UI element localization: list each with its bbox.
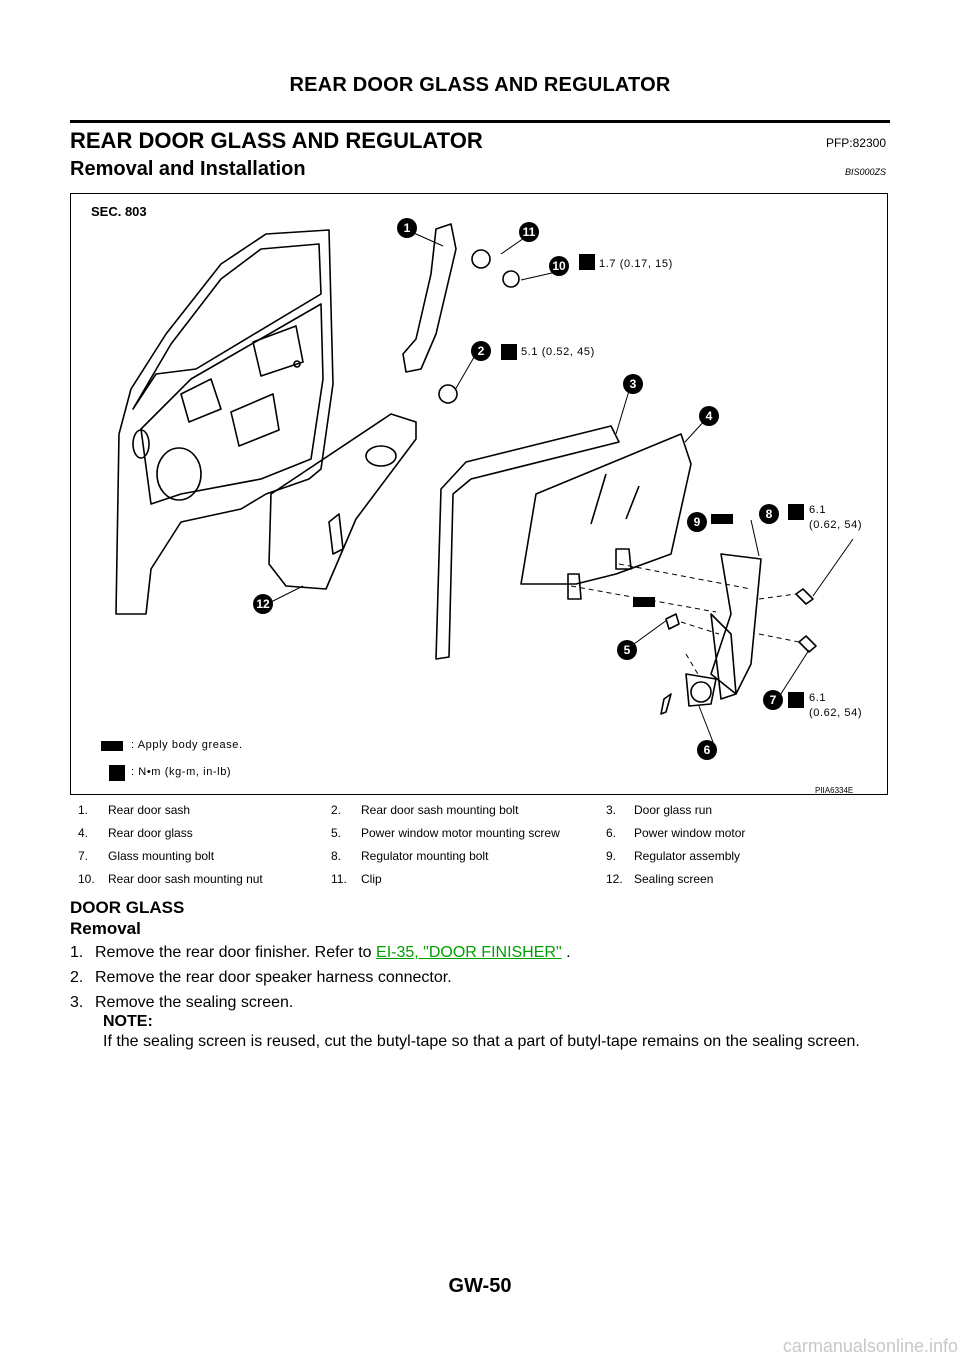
callout-6: 6 <box>697 740 717 760</box>
part-number: 2. <box>331 802 342 817</box>
step-2: 2. Remove the rear door speaker harness c… <box>70 969 452 987</box>
exploded-diagram: SEC. 803 1 2 3 4 5 6 7 8 9 10 11 12 1.7 … <box>70 193 888 795</box>
part-number: 7. <box>78 848 89 863</box>
part-name: Regulator assembly <box>634 848 741 863</box>
callout-8: 8 <box>759 504 779 524</box>
part-name: Rear door sash <box>108 802 191 817</box>
figure-id: PIIA6334E <box>815 786 854 795</box>
part-name: Regulator mounting bolt <box>361 848 489 863</box>
callout-7: 7 <box>763 690 783 710</box>
part-name: Glass mounting bolt <box>108 848 215 863</box>
torque-spec-7-line1: 6.1 <box>809 692 827 704</box>
callout-2: 2 <box>471 341 491 361</box>
legend-row: 10. Rear door sash mounting nut 11. Clip 1… <box>70 867 888 890</box>
legend-row: 4. Rear door glass 5. Power window motor m… <box>70 821 888 844</box>
part-number: 4. <box>78 825 89 840</box>
part-number: 5. <box>331 825 342 840</box>
part-name: Door glass run <box>634 802 713 817</box>
callout-12: 12 <box>253 594 273 614</box>
part-number: 9. <box>606 848 617 863</box>
page-number: GW-50 <box>448 1275 512 1297</box>
step-text-suffix: . <box>561 944 571 961</box>
torque-spec-10: 1.7 (0.17, 15) <box>599 258 673 270</box>
running-header: REAR DOOR GLASS AND REGULATOR <box>289 74 671 96</box>
subsection-title: Removal and Installation <box>70 158 306 180</box>
legend-torque: : N•m (kg-m, in-lb) <box>131 766 232 778</box>
part-number: 3. <box>606 802 617 817</box>
callout-10: 10 <box>549 256 569 276</box>
torque-spec-8-line1: 6.1 <box>809 504 827 516</box>
parts-legend-table: 1. Rear door sash 2. Rear door sash mounti… <box>70 798 888 890</box>
legend-row: 7. Glass mounting bolt 8. Regulator mounti… <box>70 844 888 867</box>
part-number: 10. <box>78 871 95 886</box>
part-number: 1. <box>78 802 89 817</box>
header-rule <box>70 120 890 123</box>
step-number: 3. <box>70 994 84 1011</box>
torque-spec-7-line2: (0.62, 54) <box>809 707 863 719</box>
step-3: 3. Remove the sealing screen. <box>70 994 293 1012</box>
part-number: 6. <box>606 825 617 840</box>
torque-spec-8-line2: (0.62, 54) <box>809 519 863 531</box>
legend-grease: : Apply body grease. <box>131 739 243 751</box>
note-label: NOTE: <box>103 1013 153 1030</box>
procedure-heading: DOOR GLASS <box>70 898 185 917</box>
step-number: 1. <box>70 944 84 961</box>
diagram-drawing <box>101 223 854 781</box>
part-name: Clip <box>361 871 382 886</box>
callout-1: 1 <box>397 218 417 238</box>
step-number: 2. <box>70 969 84 986</box>
step-text: Remove the rear door finisher. Refer to <box>95 944 377 961</box>
callout-9: 9 <box>687 512 707 532</box>
part-name: Sealing screen <box>634 871 714 886</box>
callout-5: 5 <box>617 640 637 660</box>
step-1: 1. Remove the rear door finisher. Refer t… <box>70 944 571 962</box>
section-title: REAR DOOR GLASS AND REGULATOR <box>70 128 483 153</box>
part-name: Power window motor mounting screw <box>361 825 560 840</box>
legend-row: 1. Rear door sash 2. Rear door sash mounti… <box>70 798 888 821</box>
part-name: Rear door sash mounting nut <box>108 871 263 886</box>
part-name: Power window motor <box>634 825 746 840</box>
cross-reference-link[interactable]: EI-35, "DOOR FINISHER" <box>376 944 562 961</box>
step-text: Remove the sealing screen. <box>95 994 294 1011</box>
torque-spec-2: 5.1 (0.52, 45) <box>521 346 595 358</box>
section-reference: SEC. 803 <box>91 204 147 219</box>
part-number: 12. <box>606 871 623 886</box>
section-code: PFP:82300 <box>825 136 886 150</box>
part-name: Rear door sash mounting bolt <box>361 802 519 817</box>
part-number: 8. <box>331 848 342 863</box>
callout-3: 3 <box>623 374 643 394</box>
procedure-subheading: Removal <box>70 919 141 938</box>
part-name: Rear door glass <box>108 825 193 840</box>
note-text: If the sealing screen is reused, cut the… <box>103 1033 860 1050</box>
subsection-code: BIS000ZS <box>844 167 886 177</box>
callout-11: 11 <box>519 222 539 242</box>
callout-4: 4 <box>699 406 719 426</box>
step-text: Remove the rear door speaker harness con… <box>95 969 452 986</box>
watermark: carmanualsonline.info <box>782 1336 958 1356</box>
part-number: 11. <box>331 871 347 886</box>
